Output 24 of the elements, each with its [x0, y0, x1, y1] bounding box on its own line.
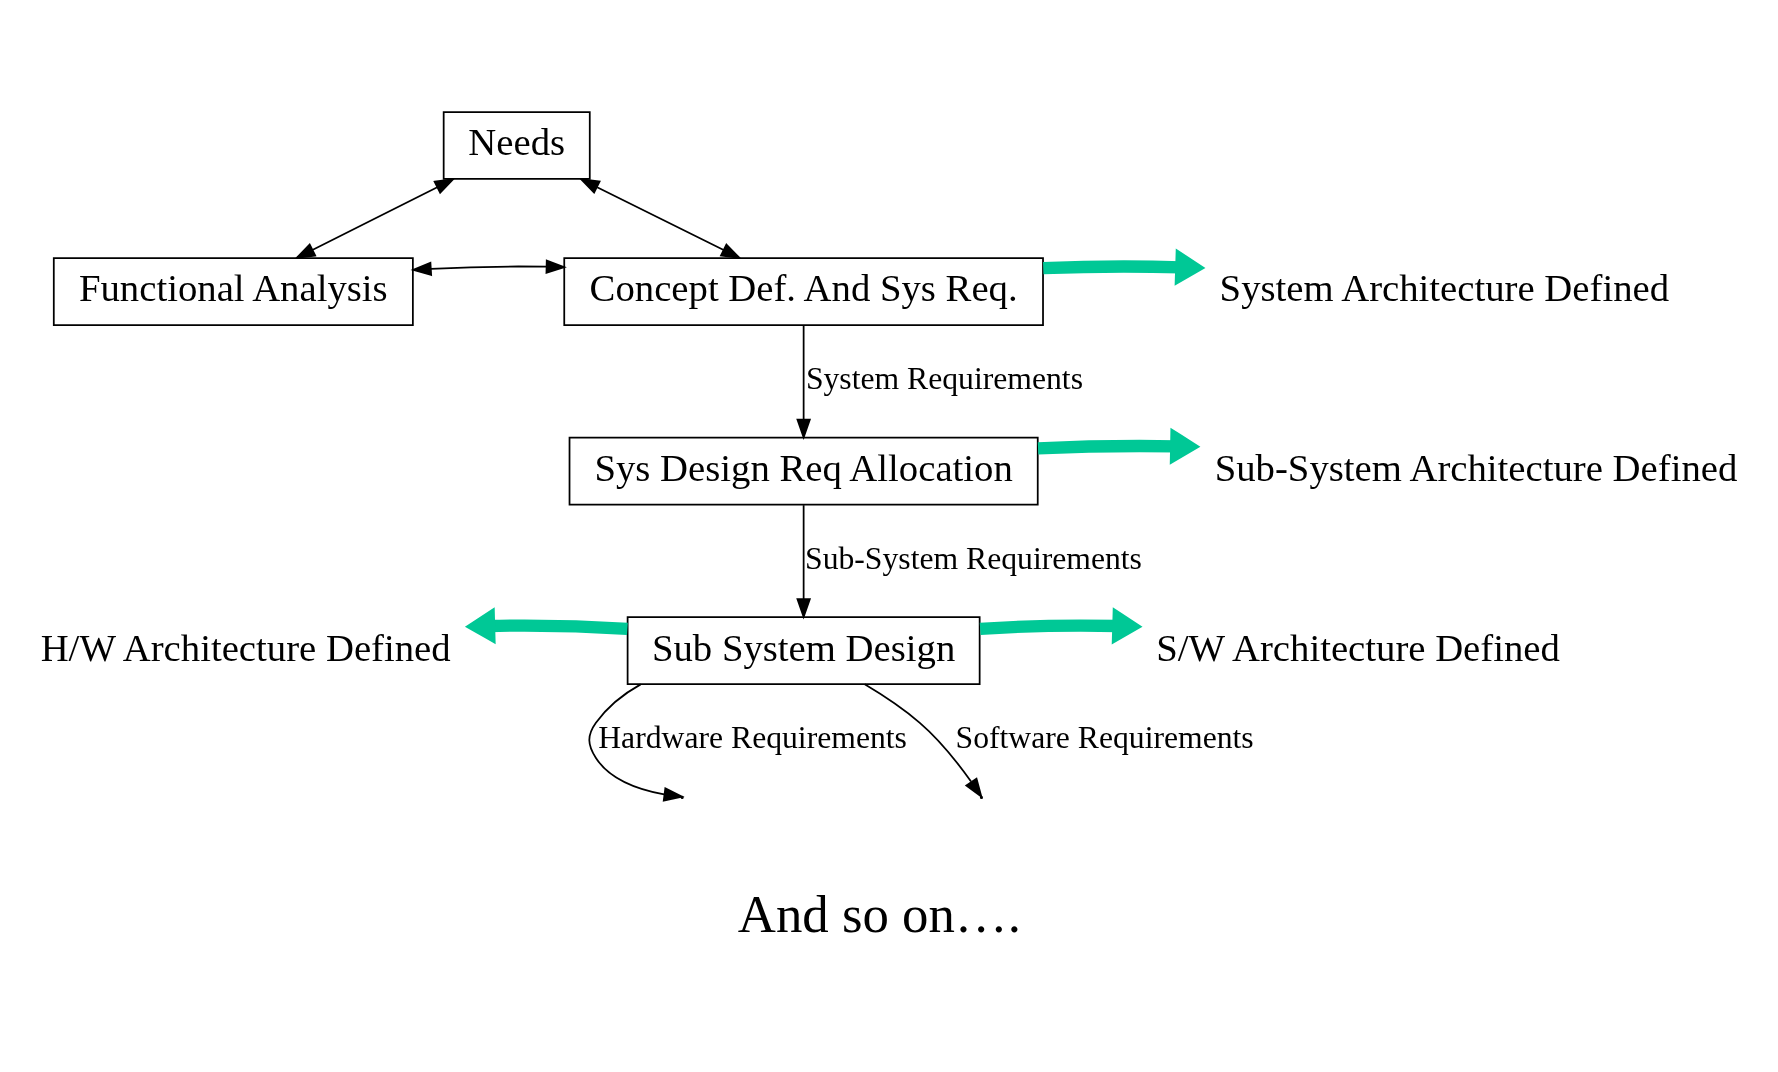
arrow — [578, 178, 742, 260]
arrow — [796, 504, 812, 620]
arrow — [863, 683, 983, 799]
edge-label: System Requirements — [805, 361, 1083, 397]
node-box: Needs — [442, 111, 591, 180]
arrow — [1043, 248, 1206, 286]
edge-label: Software Requirements — [955, 720, 1254, 756]
arrow — [979, 607, 1143, 645]
node-text: H/W Architecture Defined — [40, 625, 451, 669]
node-box: Sys Design Req Allocation — [568, 436, 1039, 506]
node-box: Sub System Design — [626, 616, 981, 685]
arrow — [464, 607, 628, 645]
edge-label: Hardware Requirements — [598, 720, 907, 756]
label: And so on…. — [737, 884, 1021, 943]
node-box: Concept Def. And Sys Req. — [563, 257, 1044, 326]
arrow — [410, 259, 567, 277]
edge-label: Sub-System Requirements — [805, 540, 1142, 576]
node-text: Sub-System Architecture Defined — [1214, 445, 1738, 489]
node-text: S/W Architecture Defined — [1156, 625, 1560, 669]
arrow — [294, 178, 456, 260]
arrow — [796, 324, 812, 440]
node-box: Functional Analysis — [52, 257, 414, 326]
node-text: System Architecture Defined — [1219, 266, 1670, 310]
arrow — [1037, 427, 1201, 465]
